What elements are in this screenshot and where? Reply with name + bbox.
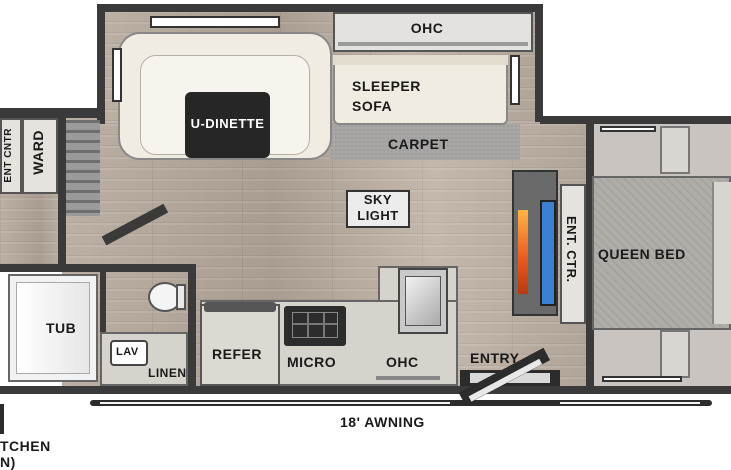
skylight-label-2: LIGHT <box>357 208 399 223</box>
entry-label: ENTRY <box>470 350 520 366</box>
skylight-label-1: SKY <box>363 192 393 207</box>
slide-out-wall-left <box>97 4 105 124</box>
sleeper-sofa-back <box>333 55 508 65</box>
wardrobe-cabinet <box>22 118 58 194</box>
steps <box>66 120 100 216</box>
ent-cntr-left-label: ENT CNTR <box>3 128 14 183</box>
sleeper-sofa-label-2: SOFA <box>352 98 393 114</box>
tub-inner <box>16 282 90 374</box>
window-slide-left <box>112 48 122 102</box>
refer <box>200 304 280 386</box>
slide-out-wall-right <box>535 4 543 122</box>
ent-cntr-left-cabinet <box>0 118 22 194</box>
outdoor-kitchen-marker <box>0 404 4 434</box>
bedroom-window-bottom <box>602 376 682 382</box>
sleeper-sofa-label-1: SLEEPER <box>352 78 421 94</box>
outdoor-kitchen-label-1: TCHEN <box>0 438 51 454</box>
wall-divider-bedroom <box>586 116 594 392</box>
fireplace <box>518 210 528 294</box>
awning-label: 18' AWNING <box>340 414 425 430</box>
queen-bed-label: QUEEN BED <box>598 246 686 262</box>
nightstand-bottom <box>660 330 690 378</box>
bedroom-window-top <box>600 126 656 132</box>
nightstand-top <box>660 126 690 174</box>
window-slide-right <box>510 55 520 105</box>
refer-label: REFER <box>212 346 262 362</box>
ohc-top-label: OHC <box>410 20 444 36</box>
wardrobe-label: WARD <box>30 130 46 175</box>
tv <box>540 200 556 306</box>
outdoor-kitchen-label-2: N) <box>0 454 16 470</box>
wall-top-left <box>0 108 100 118</box>
ohc-bottom-label: OHC <box>386 354 419 370</box>
queen-bed <box>592 176 731 330</box>
wall-top-right <box>540 116 731 124</box>
lav-sink <box>110 340 148 366</box>
stove-burners <box>292 312 338 338</box>
skylight <box>346 190 410 228</box>
carpet-label: CARPET <box>388 136 449 152</box>
kitchen-sink-basin-front <box>405 276 441 326</box>
slide-out-wall-top <box>97 4 543 12</box>
u-dinette-label: U-DINETTE <box>190 116 265 131</box>
wall-bottom <box>0 386 731 394</box>
linen-label: LINEN <box>148 366 187 380</box>
interior-wall-left <box>58 118 66 268</box>
u-dinette-table <box>185 92 270 158</box>
ohc-top-shelf-line <box>338 42 528 46</box>
bathroom-wall-right <box>188 264 196 390</box>
slide-light <box>150 16 280 28</box>
awning-line-inner-right <box>560 402 700 404</box>
awning-line-inner <box>100 402 450 404</box>
ohc-bottom-shelf <box>376 376 440 380</box>
ent-ctr-right-panel <box>560 184 586 324</box>
tub-label: TUB <box>46 320 77 336</box>
micro-label: MICRO <box>287 354 337 370</box>
bathroom-wall-top <box>0 264 196 272</box>
lav-label: LAV <box>116 346 139 358</box>
ent-ctr-right-label: ENT. CTR. <box>564 216 579 283</box>
refer-top <box>204 302 276 312</box>
bathroom-divider <box>100 272 106 332</box>
carpet-area <box>330 124 520 160</box>
toilet-tank <box>176 284 186 310</box>
queen-bed-pillow <box>712 182 731 324</box>
